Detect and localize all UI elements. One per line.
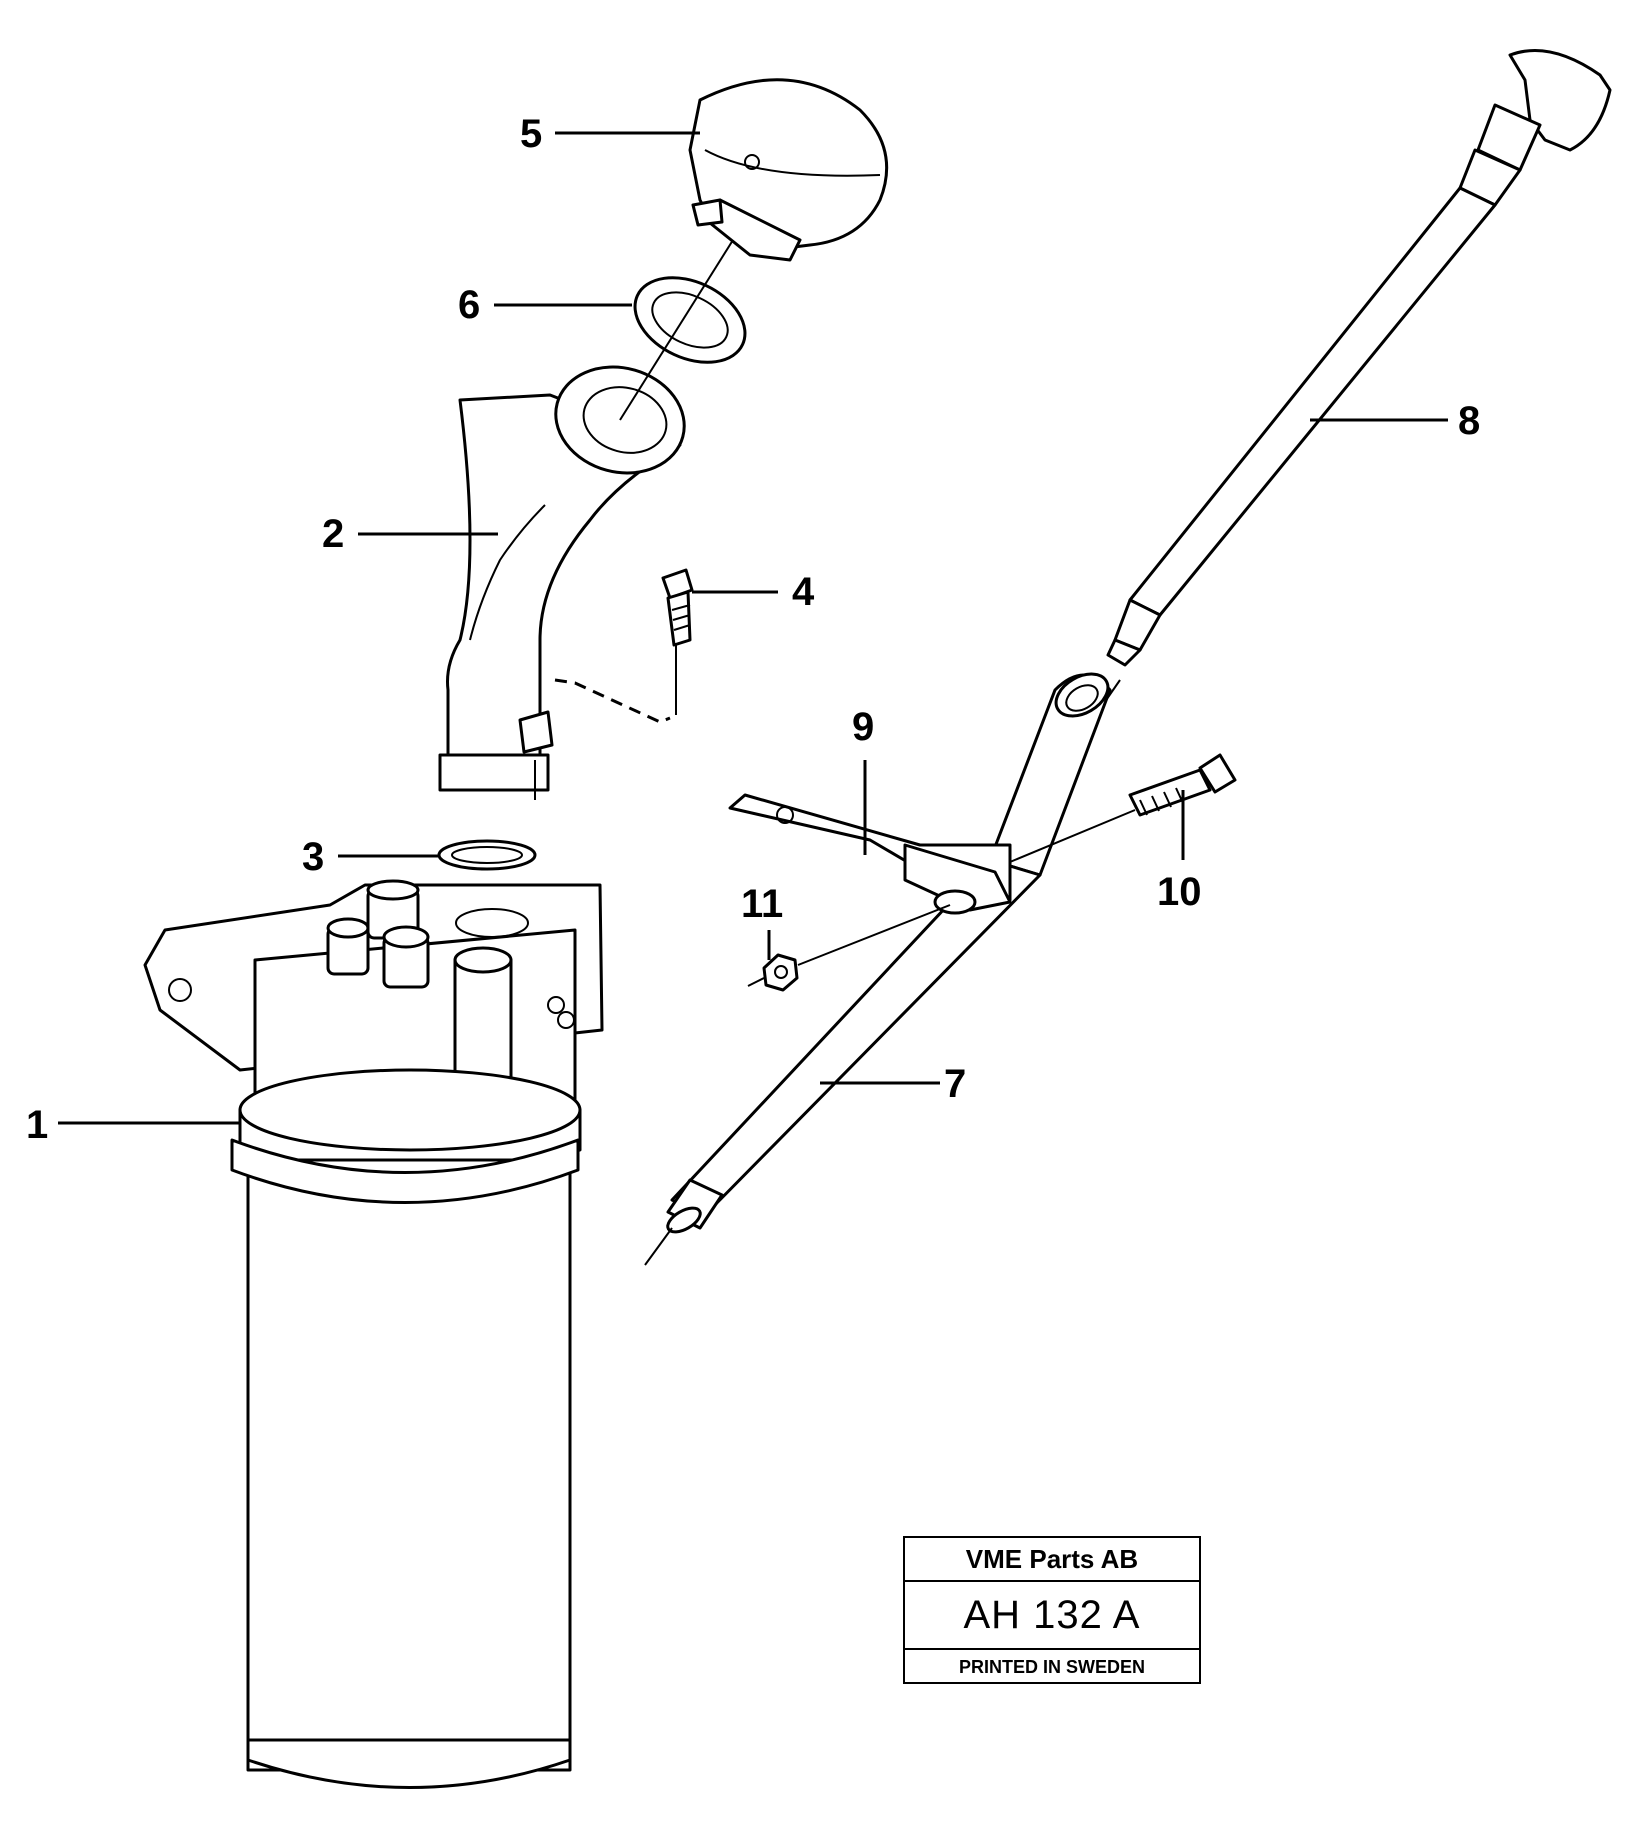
callout-4: 4 — [792, 570, 815, 614]
callout-11: 11 — [741, 882, 783, 926]
part-5-filler-cap — [619, 78, 889, 421]
part-2-filler-pipe — [438, 365, 686, 800]
stamp-printed-in: PRINTED IN SWEDEN — [958, 1657, 1145, 1677]
part-3-seal-ring — [437, 839, 537, 871]
stamp-company: VME Parts AB — [905, 1538, 1199, 1582]
callout-1: 1 — [26, 1103, 48, 1147]
callout-6: 6 — [458, 283, 480, 327]
callout-9: 9 — [852, 705, 874, 749]
part-9-bracket — [728, 793, 1012, 915]
callout-2: 2 — [322, 512, 344, 556]
callout-labels: 1 2 3 4 5 6 7 8 9 10 11 — [26, 112, 1480, 1147]
callout-7: 7 — [944, 1062, 966, 1106]
callout-3: 3 — [302, 835, 324, 879]
part-7-guide-tube — [644, 672, 1121, 1266]
part-10-bolt — [1009, 753, 1237, 863]
leader-lines — [58, 131, 1448, 1125]
callout-5: 5 — [520, 112, 542, 156]
stamp-drawing-code: AH 132 A — [905, 1582, 1199, 1650]
callout-10: 10 — [1157, 870, 1202, 914]
part-4-screw — [554, 568, 694, 724]
callout-8: 8 — [1458, 399, 1480, 443]
part-1-filter-housing — [143, 879, 604, 1789]
part-8-dipstick — [1106, 49, 1612, 667]
vme-parts-stamp: VME Parts AB AH 132 A PRINTED IN SWEDEN — [903, 1536, 1201, 1684]
part-11-nut — [747, 904, 951, 992]
part-6-gasket — [633, 276, 747, 364]
